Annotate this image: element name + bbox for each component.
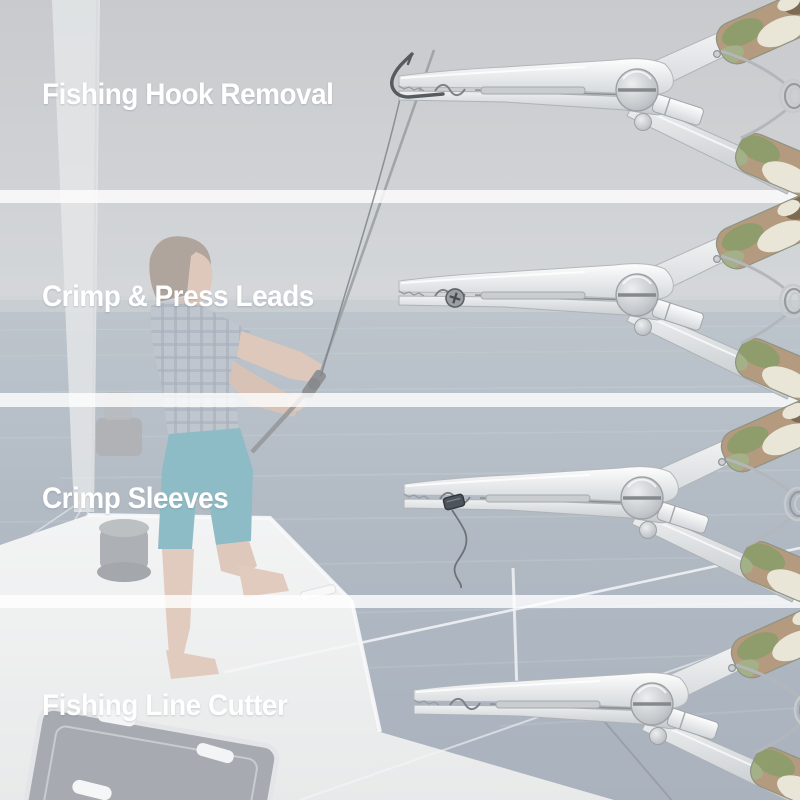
fishing-reel <box>302 369 326 399</box>
feature-label-crimp-press-leads: Crimp & Press Leads <box>42 280 314 313</box>
section-divider <box>0 595 800 608</box>
section-divider <box>0 393 800 407</box>
mast-edge <box>91 0 98 513</box>
teal-shorts <box>158 428 253 549</box>
foot-left <box>166 650 219 679</box>
deck-hatch <box>17 705 280 800</box>
sail-mast <box>52 0 100 512</box>
foot-right <box>238 565 289 597</box>
feature-label-line-cutter: Fishing Line Cutter <box>42 689 288 722</box>
face <box>186 252 213 304</box>
hatch-latch <box>72 779 112 800</box>
winch <box>97 519 151 582</box>
arm-upper <box>237 331 323 383</box>
feature-label-hook-removal: Fishing Hook Removal <box>42 78 334 111</box>
feature-label-crimp-sleeves: Crimp Sleeves <box>42 482 229 515</box>
section-divider <box>0 190 800 203</box>
